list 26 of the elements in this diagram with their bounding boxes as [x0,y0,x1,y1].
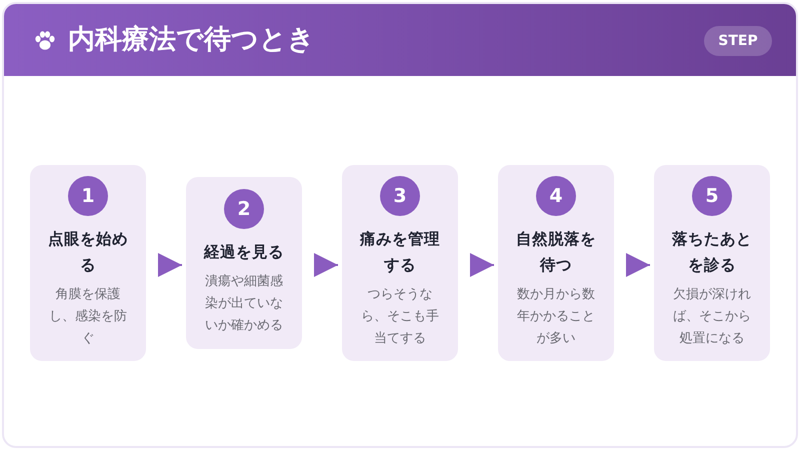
step-card [186,177,302,349]
step-number: 2 [224,189,264,229]
step-card [498,165,614,361]
arrow [158,253,182,277]
arrow [470,253,494,277]
step-badge: STEP [704,26,772,56]
step-card [342,165,458,361]
step-description: 潰瘍や細菌感染が出ていないか確かめる [204,273,284,335]
step-number: 1 [68,176,108,216]
step-number: 4 [536,176,576,216]
step-number: 3 [380,176,420,216]
step-heading: 落ちたあとを診る [671,229,753,276]
step-card [30,165,146,361]
arrow [314,253,338,277]
arrow [626,253,650,277]
step-heading: 自然脱落を待つ [515,229,597,276]
step-heading: 経過を見る [202,242,285,263]
step-number: 5 [692,176,732,216]
step-description: 数か月から数年かかることが多い [516,286,596,348]
step-heading: 痛みを管理する [358,229,441,276]
step-description: 角膜を保護し、感染を防ぐ [48,286,128,348]
title: 内科療法で待つとき [68,23,315,57]
step-description: つらそうなら、そこも手当てする [360,286,440,348]
step-card [654,165,770,361]
step-heading: 点眼を始める [47,229,129,276]
step-description: 欠損が深ければ、そこから処置になる [672,286,752,348]
